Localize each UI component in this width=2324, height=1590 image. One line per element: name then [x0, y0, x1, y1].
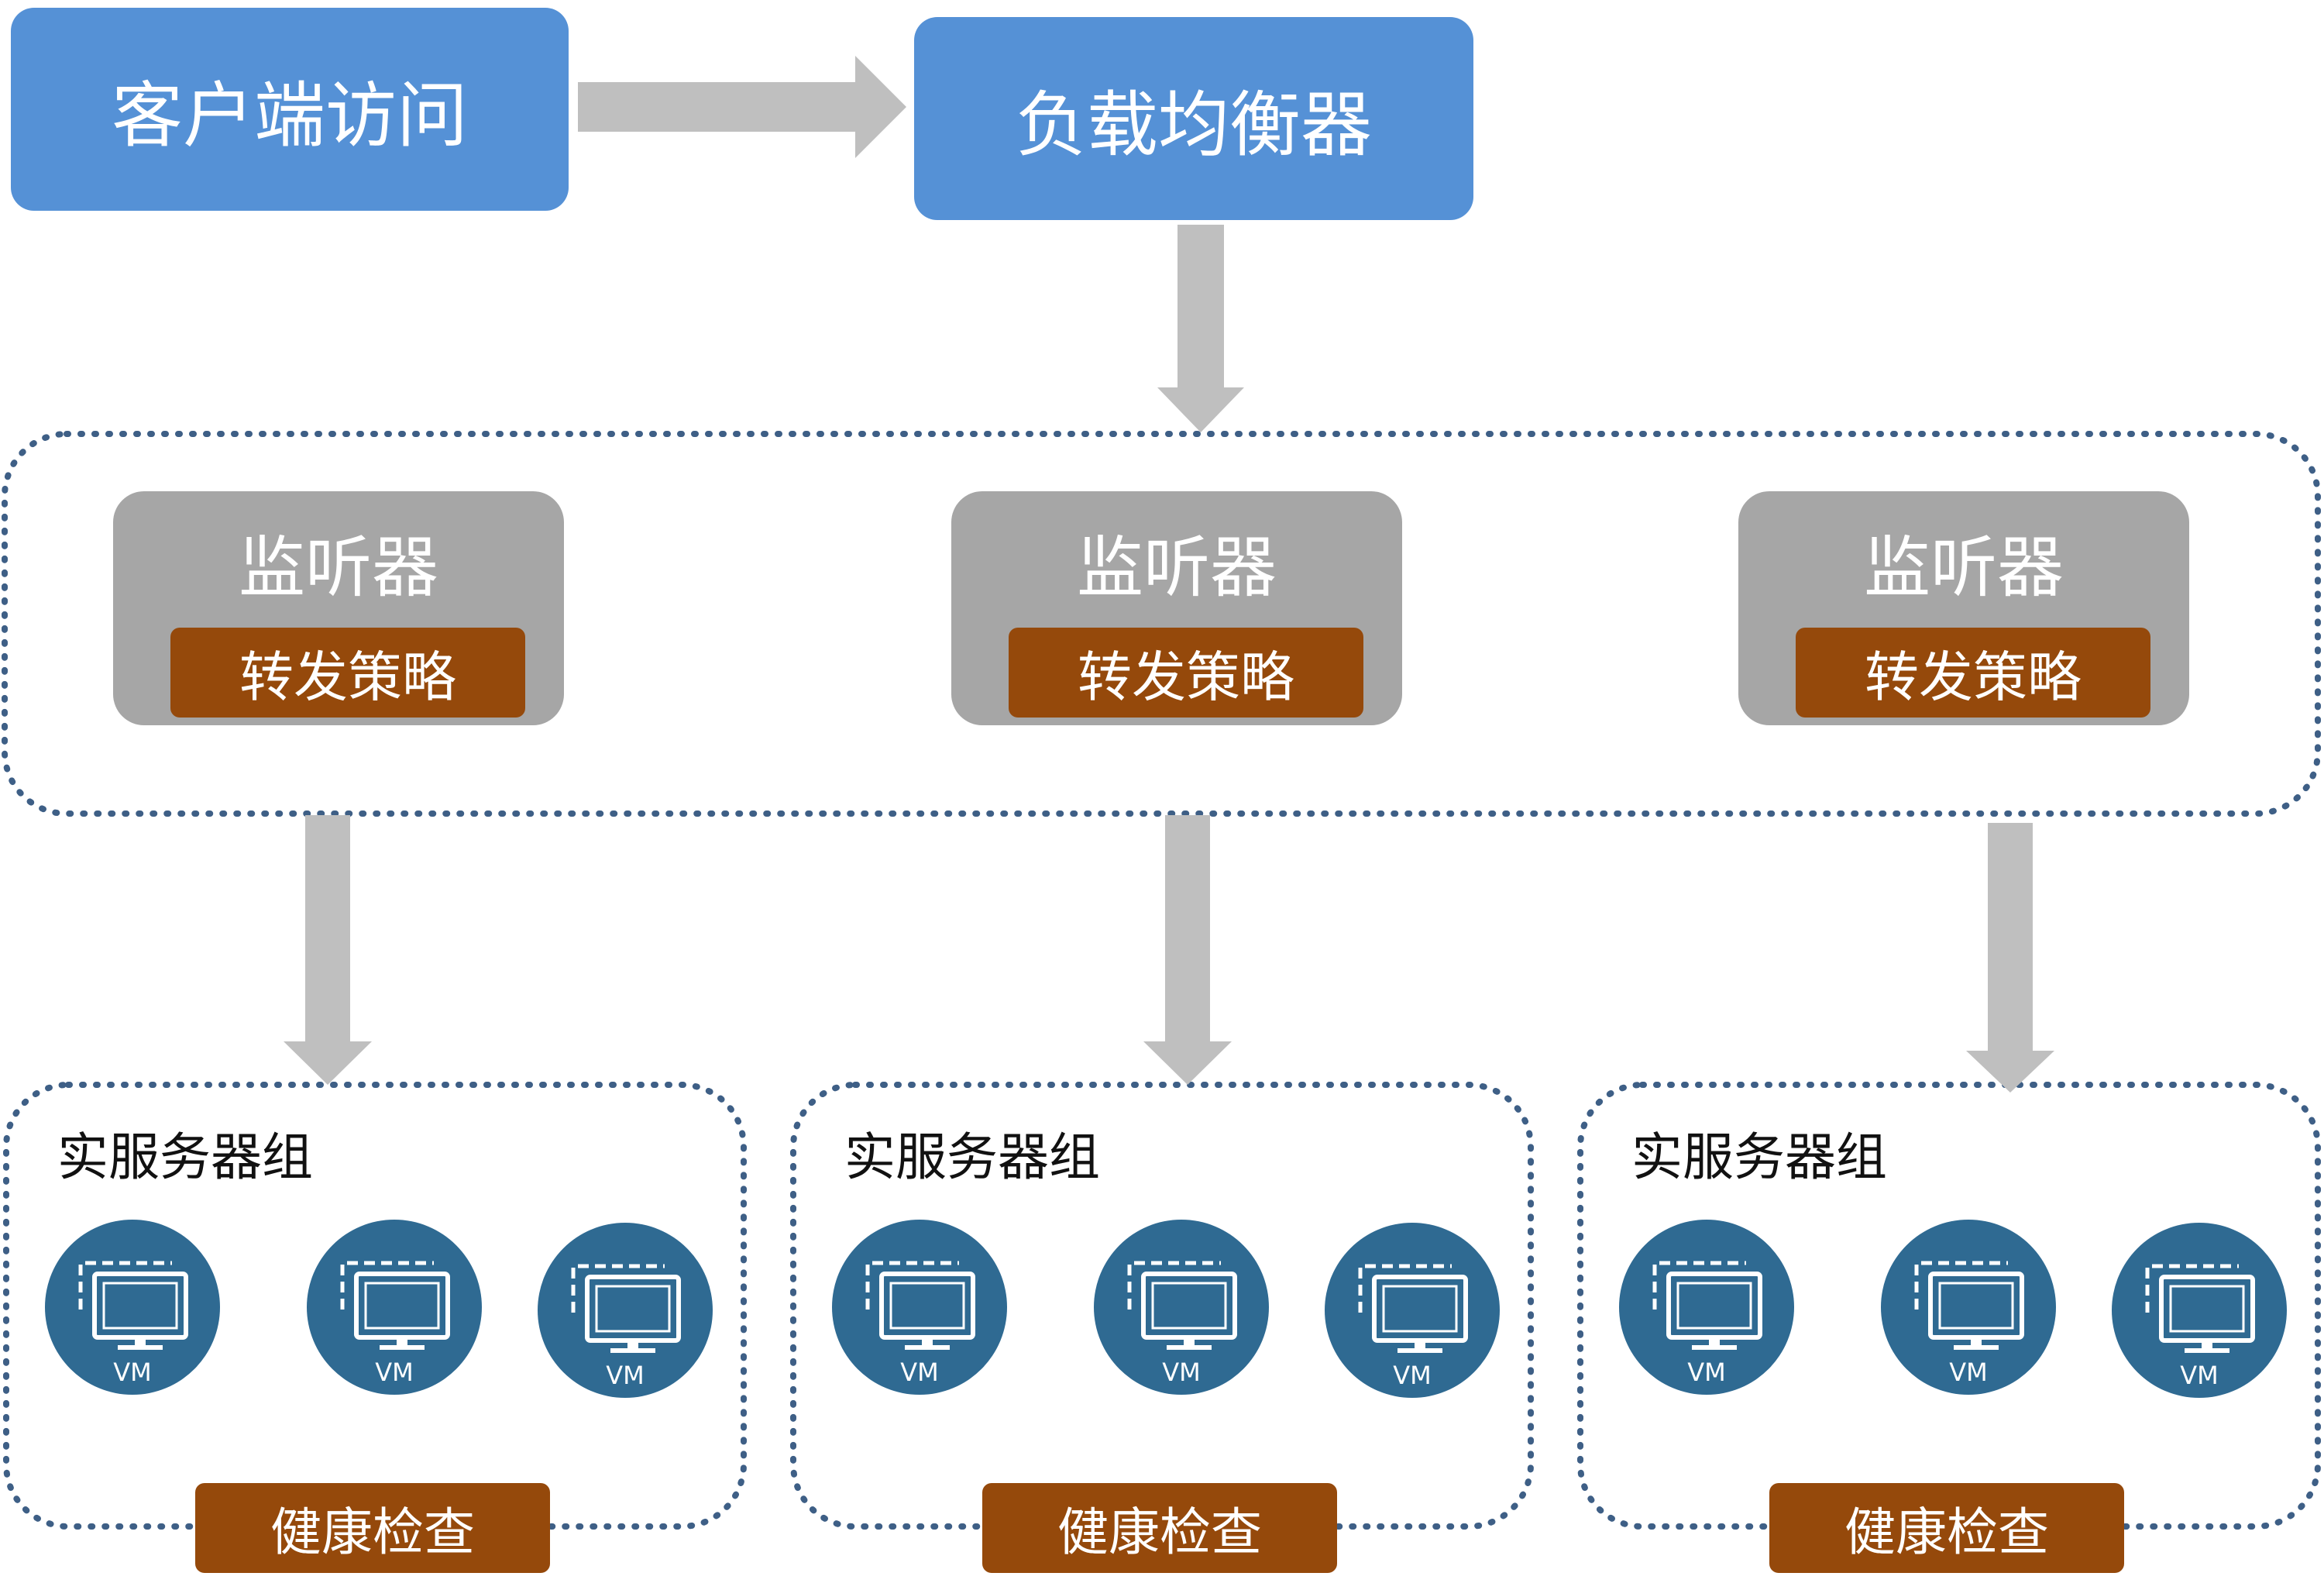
- vm-node: VM: [305, 1218, 483, 1396]
- monitor-icon: VM: [2112, 1223, 2287, 1398]
- monitor-icon: VM: [1619, 1220, 1794, 1395]
- listener-box: 监听器 转发策略: [113, 491, 564, 725]
- forwarding-policy: 转发策略: [1796, 628, 2150, 718]
- listener-container: [2, 431, 2321, 817]
- server-group-border-1: [3, 1082, 747, 1530]
- vm-label: VM: [375, 1358, 414, 1387]
- load-balancer-box: 负载均衡器: [914, 17, 1473, 220]
- server-group-title: 实服务器组: [1631, 1127, 1887, 1187]
- vm-node: VM: [1618, 1218, 1796, 1396]
- server-group: 实服务器组 VM VM VM 健康检查: [1580, 1085, 2318, 1581]
- server-group-title: 实服务器组: [844, 1127, 1100, 1187]
- vm-label: VM: [113, 1358, 152, 1387]
- vm-node: VM: [830, 1218, 1009, 1396]
- monitor-icon: VM: [832, 1220, 1007, 1395]
- health-check-label: 健康检查: [982, 1483, 1337, 1573]
- health-check-label: 健康检查: [195, 1483, 550, 1573]
- monitor-icon: VM: [45, 1220, 220, 1395]
- listener-title: 监听器: [1077, 529, 1277, 607]
- arrow-listener-to-group-3: [1966, 823, 2054, 1093]
- monitor-icon: VM: [1881, 1220, 2056, 1395]
- vm-label: VM: [1949, 1358, 1988, 1387]
- arrow-listener-to-group-2: [1143, 815, 1232, 1085]
- vm-node: VM: [536, 1221, 714, 1399]
- forwarding-policy: 转发策略: [170, 628, 525, 718]
- vm-node: VM: [2110, 1221, 2288, 1399]
- server-group-title: 实服务器组: [57, 1127, 313, 1187]
- vm-label: VM: [900, 1358, 939, 1387]
- listener-box: 监听器 转发策略: [951, 491, 1402, 725]
- client-access-label: 客户端访问: [111, 74, 468, 157]
- server-group-border-3: [1577, 1082, 2321, 1530]
- forwarding-policy: 转发策略: [1009, 628, 1363, 718]
- monitor-icon: VM: [538, 1223, 713, 1398]
- load-balancer-label: 负载均衡器: [1015, 83, 1372, 167]
- listener-title: 监听器: [239, 529, 438, 607]
- listener-box: 监听器 转发策略: [1738, 491, 2189, 725]
- vm-label: VM: [606, 1361, 645, 1390]
- arrow-client-to-lb: [578, 56, 906, 158]
- vm-label: VM: [1687, 1358, 1726, 1387]
- arrow-listener-to-group-1: [284, 815, 372, 1085]
- monitor-icon: VM: [1094, 1220, 1269, 1395]
- monitor-icon: VM: [307, 1220, 482, 1395]
- client-access-box: 客户端访问: [11, 8, 569, 211]
- listener-title: 监听器: [1864, 529, 2064, 607]
- vm-label: VM: [1162, 1358, 1201, 1387]
- health-check-label: 健康检查: [1769, 1483, 2124, 1573]
- vm-node: VM: [1092, 1218, 1270, 1396]
- vm-label: VM: [1393, 1361, 1432, 1390]
- arrow-lb-to-listeners: [1157, 225, 1244, 432]
- vm-label: VM: [2180, 1361, 2219, 1390]
- monitor-icon: VM: [1325, 1223, 1500, 1398]
- server-group: 实服务器组 VM VM VM 健康检查: [793, 1085, 1531, 1581]
- vm-node: VM: [43, 1218, 222, 1396]
- vm-node: VM: [1323, 1221, 1501, 1399]
- vm-node: VM: [1879, 1218, 2058, 1396]
- server-group: 实服务器组 VM VM VM 健康检查: [6, 1085, 744, 1581]
- server-group-border-2: [790, 1082, 1534, 1530]
